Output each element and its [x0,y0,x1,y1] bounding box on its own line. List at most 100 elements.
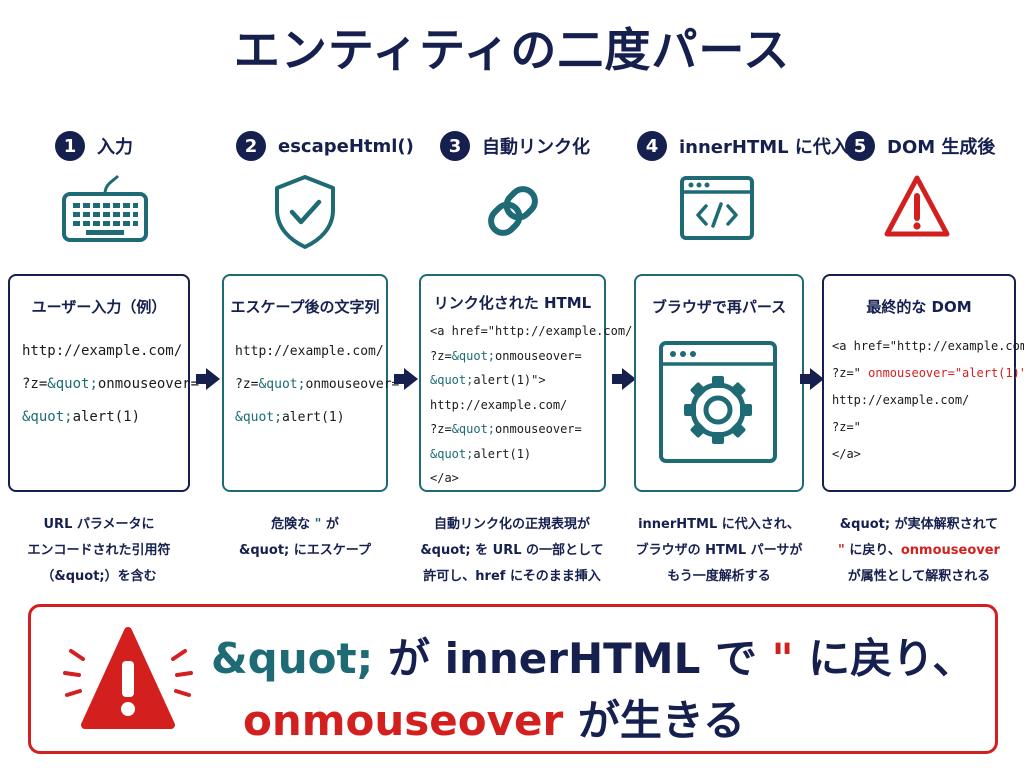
warning-banner: &quot; が innerHTML で " に戻り、 onmouseover … [28,604,998,754]
banner-text: が生きる [563,696,745,745]
code-line: ?z=&quot;onmouseover= [430,417,604,442]
step-1-header: 1 入力 [55,126,133,166]
code-line: <a href="http://example.com/ [430,324,633,338]
code-line: </a> [430,471,459,485]
caption-text: を URL の一部として [470,543,604,558]
entity-text: &quot; [420,543,471,558]
entity-text: &quot; [235,410,282,425]
code-text: ?z= [430,422,452,436]
caption-line: が属性として解釈される [847,569,991,584]
caption-step-5: &quot; が実体解釈されて " に戻り、onmouseover が属性として… [822,512,1016,590]
banner-text: に戻り、 [793,634,975,683]
code-text: alert(1) [281,410,345,425]
code-line: <a href="http://example.com/ [832,339,1024,353]
box-linked-html: リンク化された HTML <a href="http://example.com… [419,274,633,492]
code-line: ?z=&quot;onmouseover= [22,368,199,401]
injected-attribute: onmouseover="alert(1)" [860,366,1024,380]
code-line: http://example.com/ [430,397,568,412]
page-title: エンティティの二度パース [233,23,791,77]
shield-check-icon [275,175,335,249]
caption-line: &quot; が実体解釈されて [822,512,1016,538]
attribute-name: onmouseover [243,696,564,745]
code-block: <a href="http://example.com/ ?z=" onmous… [832,333,1024,468]
code-text: onmouseover= [97,376,200,392]
code-line: &quot;alert(1) [22,401,188,434]
code-text: alert(1) [72,409,141,425]
code-line: ?z=&quot;onmouseover= [430,344,604,369]
caption-text: に戻り、 [844,543,901,558]
caption-line: もう一度解析する [667,569,771,584]
code-text: onmouseover= [305,377,400,392]
caption-line: innerHTML に代入され、 [638,517,800,532]
quote-char: " [838,543,845,558]
quote-char: " [771,634,794,683]
code-line: http://example.com/ [22,343,183,359]
caption-line: 自動リンク化の正規表現が [433,517,590,532]
caption-line: URL パラメータに [43,517,155,532]
code-text: ?z= [22,376,48,392]
code-line: http://example.com/ [235,344,384,359]
step-4-header: 4 innerHTML に代入 [637,126,849,166]
caption-text: が実体解釈されて [890,517,999,532]
code-block: http://example.com/ ?z=&quot;onmouseover… [22,335,199,434]
keyboard-icon [62,174,148,242]
caption-line: 許可し、href にそのまま挿入 [423,569,601,584]
caption-line: &quot; を URL の一部として [412,538,612,564]
arrow-right-icon [394,368,418,390]
code-block: <a href="http://example.com/ ?z=&quot;on… [430,319,633,491]
step-label: escapeHtml() [278,135,414,157]
caption-line: 危険な " が [212,512,398,538]
arrow-right-icon [800,368,824,390]
step-number: 4 [637,131,667,161]
link-icon [488,186,538,236]
box-browser-reparse: ブラウザで再パース [634,274,804,492]
step-number: 2 [236,131,266,161]
code-line: ?z=" onmouseover="alert(1)"> [832,360,1024,387]
code-text: onmouseover= [495,348,582,363]
entity-text: &quot; [430,446,474,461]
browser-gear-icon [659,341,777,463]
arrow-right-icon [612,368,636,390]
caption-step-4: innerHTML に代入され、 ブラウザの HTML パーサが もう一度解析す… [622,512,816,590]
caption-step-3: 自動リンク化の正規表現が &quot; を URL の一部として 許可し、hre… [412,512,612,590]
code-window-icon [680,176,754,240]
step-3-header: 3 自動リンク化 [440,126,590,166]
banner-text: が innerHTML で [373,634,772,683]
code-line: ?z=&quot;onmouseover= [235,368,399,401]
entity-text: &quot; [211,634,374,683]
box-title: ユーザー入力（例） [31,298,167,316]
code-text: ?z= [235,377,259,392]
entity-text: &quot; [258,377,306,392]
caption-line: &quot; にエスケープ [212,538,398,564]
entity-text: &quot; [47,376,98,392]
entity-text: &quot; [451,422,496,436]
box-title: リンク化された HTML [433,294,592,312]
step-number: 3 [440,131,470,161]
code-text: alert(1)"> [473,373,546,387]
caption-step-1: URL パラメータに エンコードされた引用符 （&quot;）を含む [8,512,190,590]
code-line: </a> [832,447,861,461]
caption-text: にエスケープ [289,543,371,558]
code-text: onmouseover= [495,422,582,436]
step-label: DOM 生成後 [887,137,996,158]
box-final-dom: 最終的な DOM <a href="http://example.com/ ?z… [822,274,1024,492]
entity-text: &quot; [430,373,474,387]
quote-char: " [314,517,322,532]
code-block: http://example.com/ ?z=&quot;onmouseover… [235,335,399,434]
code-line: http://example.com/ [832,393,970,407]
caption-text: が [321,517,339,532]
step-2-header: 2 escapeHtml() [236,126,414,166]
step-number: 1 [55,131,85,161]
entity-text: &quot; [451,348,496,363]
box-title: エスケープ後の文字列 [230,298,380,316]
attribute-name: onmouseover [900,543,1000,558]
step-label: 自動リンク化 [482,137,590,158]
code-text: ?z= [430,348,452,363]
step-label: innerHTML に代入 [679,137,849,158]
step-5-header: 5 DOM 生成後 [845,126,995,166]
step-number: 5 [845,131,875,161]
caption-step-2: 危険な " が &quot; にエスケープ [212,512,398,564]
entity-text: &quot; [239,543,290,558]
code-text: alert(1) [473,446,532,461]
entity-text: &quot; [839,517,891,532]
